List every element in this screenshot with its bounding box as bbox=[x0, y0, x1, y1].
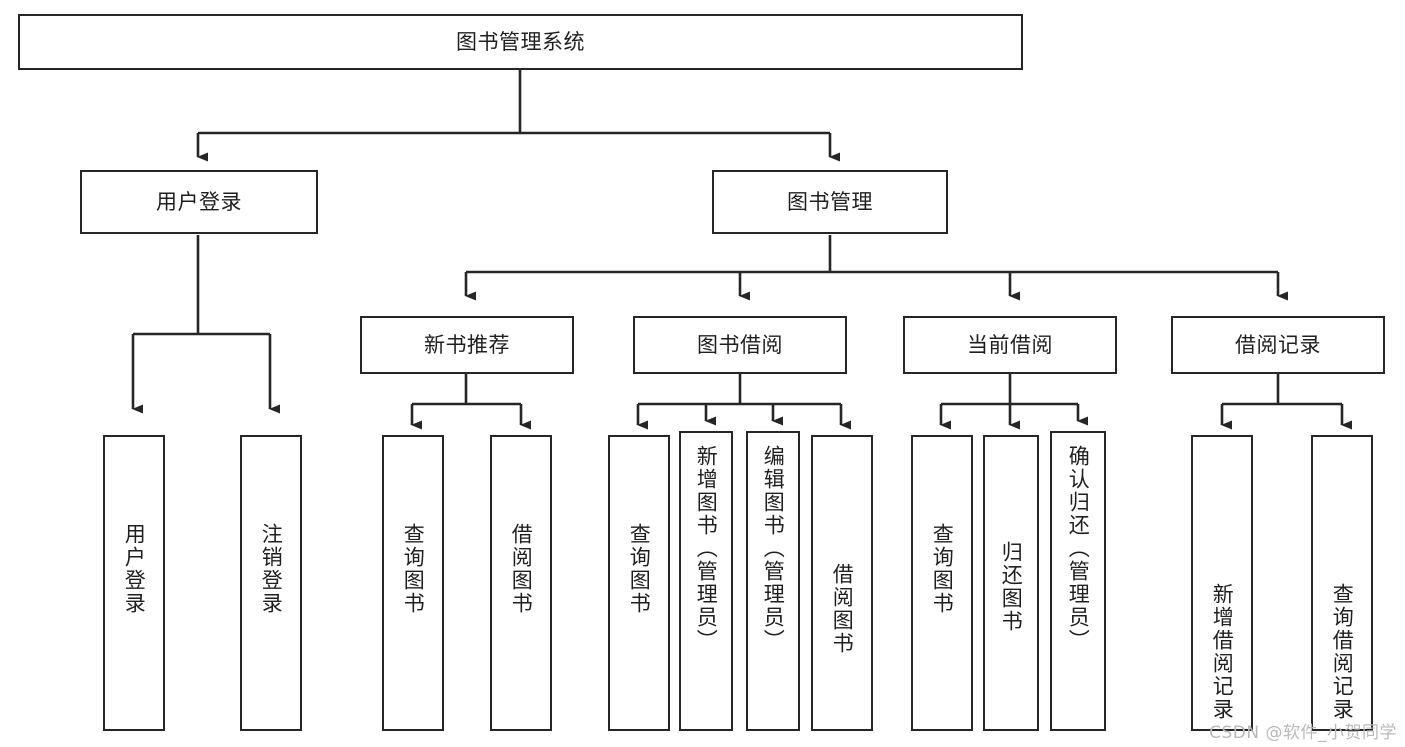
node-leaf-user-logout-label: 注销登录 bbox=[259, 523, 284, 615]
csdn-watermark: CSDN @软件_小贺同学 bbox=[1209, 723, 1397, 743]
node-leaf-confirm-return-label: 确认归还（管理员） bbox=[1066, 445, 1091, 652]
node-leaf-query-record-label: 查询借阅记录 bbox=[1330, 583, 1355, 721]
node-leaf-query-book-2[interactable]: 查询图书 bbox=[608, 435, 670, 731]
node-current-borrow[interactable]: 当前借阅 bbox=[903, 316, 1117, 374]
node-borrow-record[interactable]: 借阅记录 bbox=[1171, 316, 1385, 374]
node-book-borrow-label: 图书借阅 bbox=[697, 332, 783, 357]
node-leaf-edit-book-label: 编辑图书（管理员） bbox=[761, 445, 786, 652]
node-leaf-borrow-book-2[interactable]: 借阅图书 bbox=[811, 435, 873, 731]
node-leaf-query-book-2-label: 查询图书 bbox=[627, 523, 652, 615]
node-root[interactable]: 图书管理系统 bbox=[18, 14, 1023, 70]
node-leaf-query-book-3[interactable]: 查询图书 bbox=[911, 435, 973, 731]
node-leaf-add-book-label: 新增图书（管理员） bbox=[694, 445, 719, 652]
node-leaf-return-book-label: 归还图书 bbox=[999, 541, 1024, 633]
node-borrow-record-label: 借阅记录 bbox=[1235, 332, 1321, 357]
node-book-manage-label: 图书管理 bbox=[787, 189, 873, 214]
node-book-manage[interactable]: 图书管理 bbox=[712, 170, 948, 234]
node-new-book-rec-label: 新书推荐 bbox=[424, 332, 510, 357]
node-new-book-rec[interactable]: 新书推荐 bbox=[360, 316, 574, 374]
node-leaf-query-book-1-label: 查询图书 bbox=[401, 523, 426, 615]
node-leaf-query-book-3-label: 查询图书 bbox=[930, 523, 955, 615]
node-book-borrow[interactable]: 图书借阅 bbox=[633, 316, 847, 374]
node-leaf-borrow-book-2-label: 借阅图书 bbox=[830, 563, 855, 655]
node-leaf-borrow-book-1-label: 借阅图书 bbox=[509, 523, 534, 615]
node-leaf-add-book[interactable]: 新增图书（管理员） bbox=[679, 431, 733, 731]
node-leaf-add-record[interactable]: 新增借阅记录 bbox=[1191, 435, 1253, 731]
node-leaf-query-record[interactable]: 查询借阅记录 bbox=[1311, 435, 1373, 731]
node-leaf-edit-book[interactable]: 编辑图书（管理员） bbox=[746, 431, 800, 731]
node-leaf-user-logout[interactable]: 注销登录 bbox=[240, 435, 302, 731]
node-leaf-user-login-label: 用户登录 bbox=[122, 523, 147, 615]
node-user-login-label: 用户登录 bbox=[156, 189, 242, 214]
node-root-label: 图书管理系统 bbox=[456, 29, 585, 54]
node-current-borrow-label: 当前借阅 bbox=[967, 332, 1053, 357]
node-leaf-borrow-book-1[interactable]: 借阅图书 bbox=[490, 435, 552, 731]
node-leaf-user-login[interactable]: 用户登录 bbox=[103, 435, 165, 731]
node-leaf-confirm-return[interactable]: 确认归还（管理员） bbox=[1050, 431, 1106, 731]
node-user-login[interactable]: 用户登录 bbox=[80, 170, 318, 234]
node-leaf-return-book[interactable]: 归还图书 bbox=[983, 435, 1039, 731]
node-leaf-query-book-1[interactable]: 查询图书 bbox=[382, 435, 444, 731]
node-leaf-add-record-label: 新增借阅记录 bbox=[1210, 583, 1235, 721]
